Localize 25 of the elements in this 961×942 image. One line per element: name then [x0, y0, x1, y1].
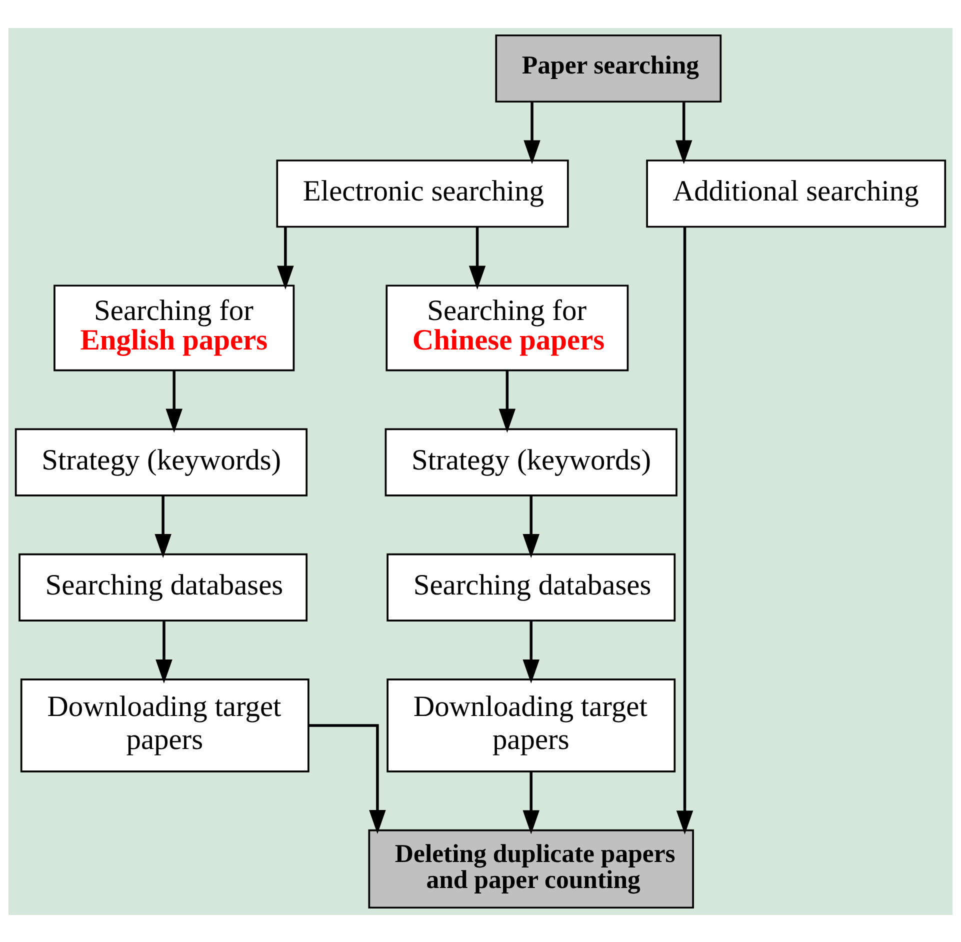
arrow [498, 370, 516, 432]
arrow [676, 226, 694, 834]
arrow [675, 102, 692, 164]
node-box: Downloading target papers [386, 678, 676, 772]
node-box: Downloading target papers [20, 678, 310, 772]
node-box: Strategy (keywords) [384, 428, 678, 496]
node-box: Additional searching [646, 159, 946, 228]
arrow [156, 620, 172, 683]
arrow [277, 226, 294, 290]
arrow [522, 771, 540, 834]
node-box: Searching for Chinese papers [386, 284, 629, 371]
node-box: Electronic searching [276, 159, 569, 228]
node-box: Searching databases [18, 552, 308, 621]
arrow [166, 370, 182, 432]
node-box: Deleting duplicate papers and paper counting [368, 828, 694, 908]
node-box: Searching databases [386, 552, 676, 621]
node-box: Paper searching [495, 34, 722, 102]
arrow [522, 620, 540, 683]
arrow [522, 495, 540, 558]
arrow [468, 226, 486, 290]
arrow [308, 724, 386, 834]
node-box: Searching for English papers [54, 284, 295, 371]
arrow [524, 102, 540, 164]
arrow [154, 495, 172, 558]
node-box: Strategy (keywords) [14, 428, 308, 496]
